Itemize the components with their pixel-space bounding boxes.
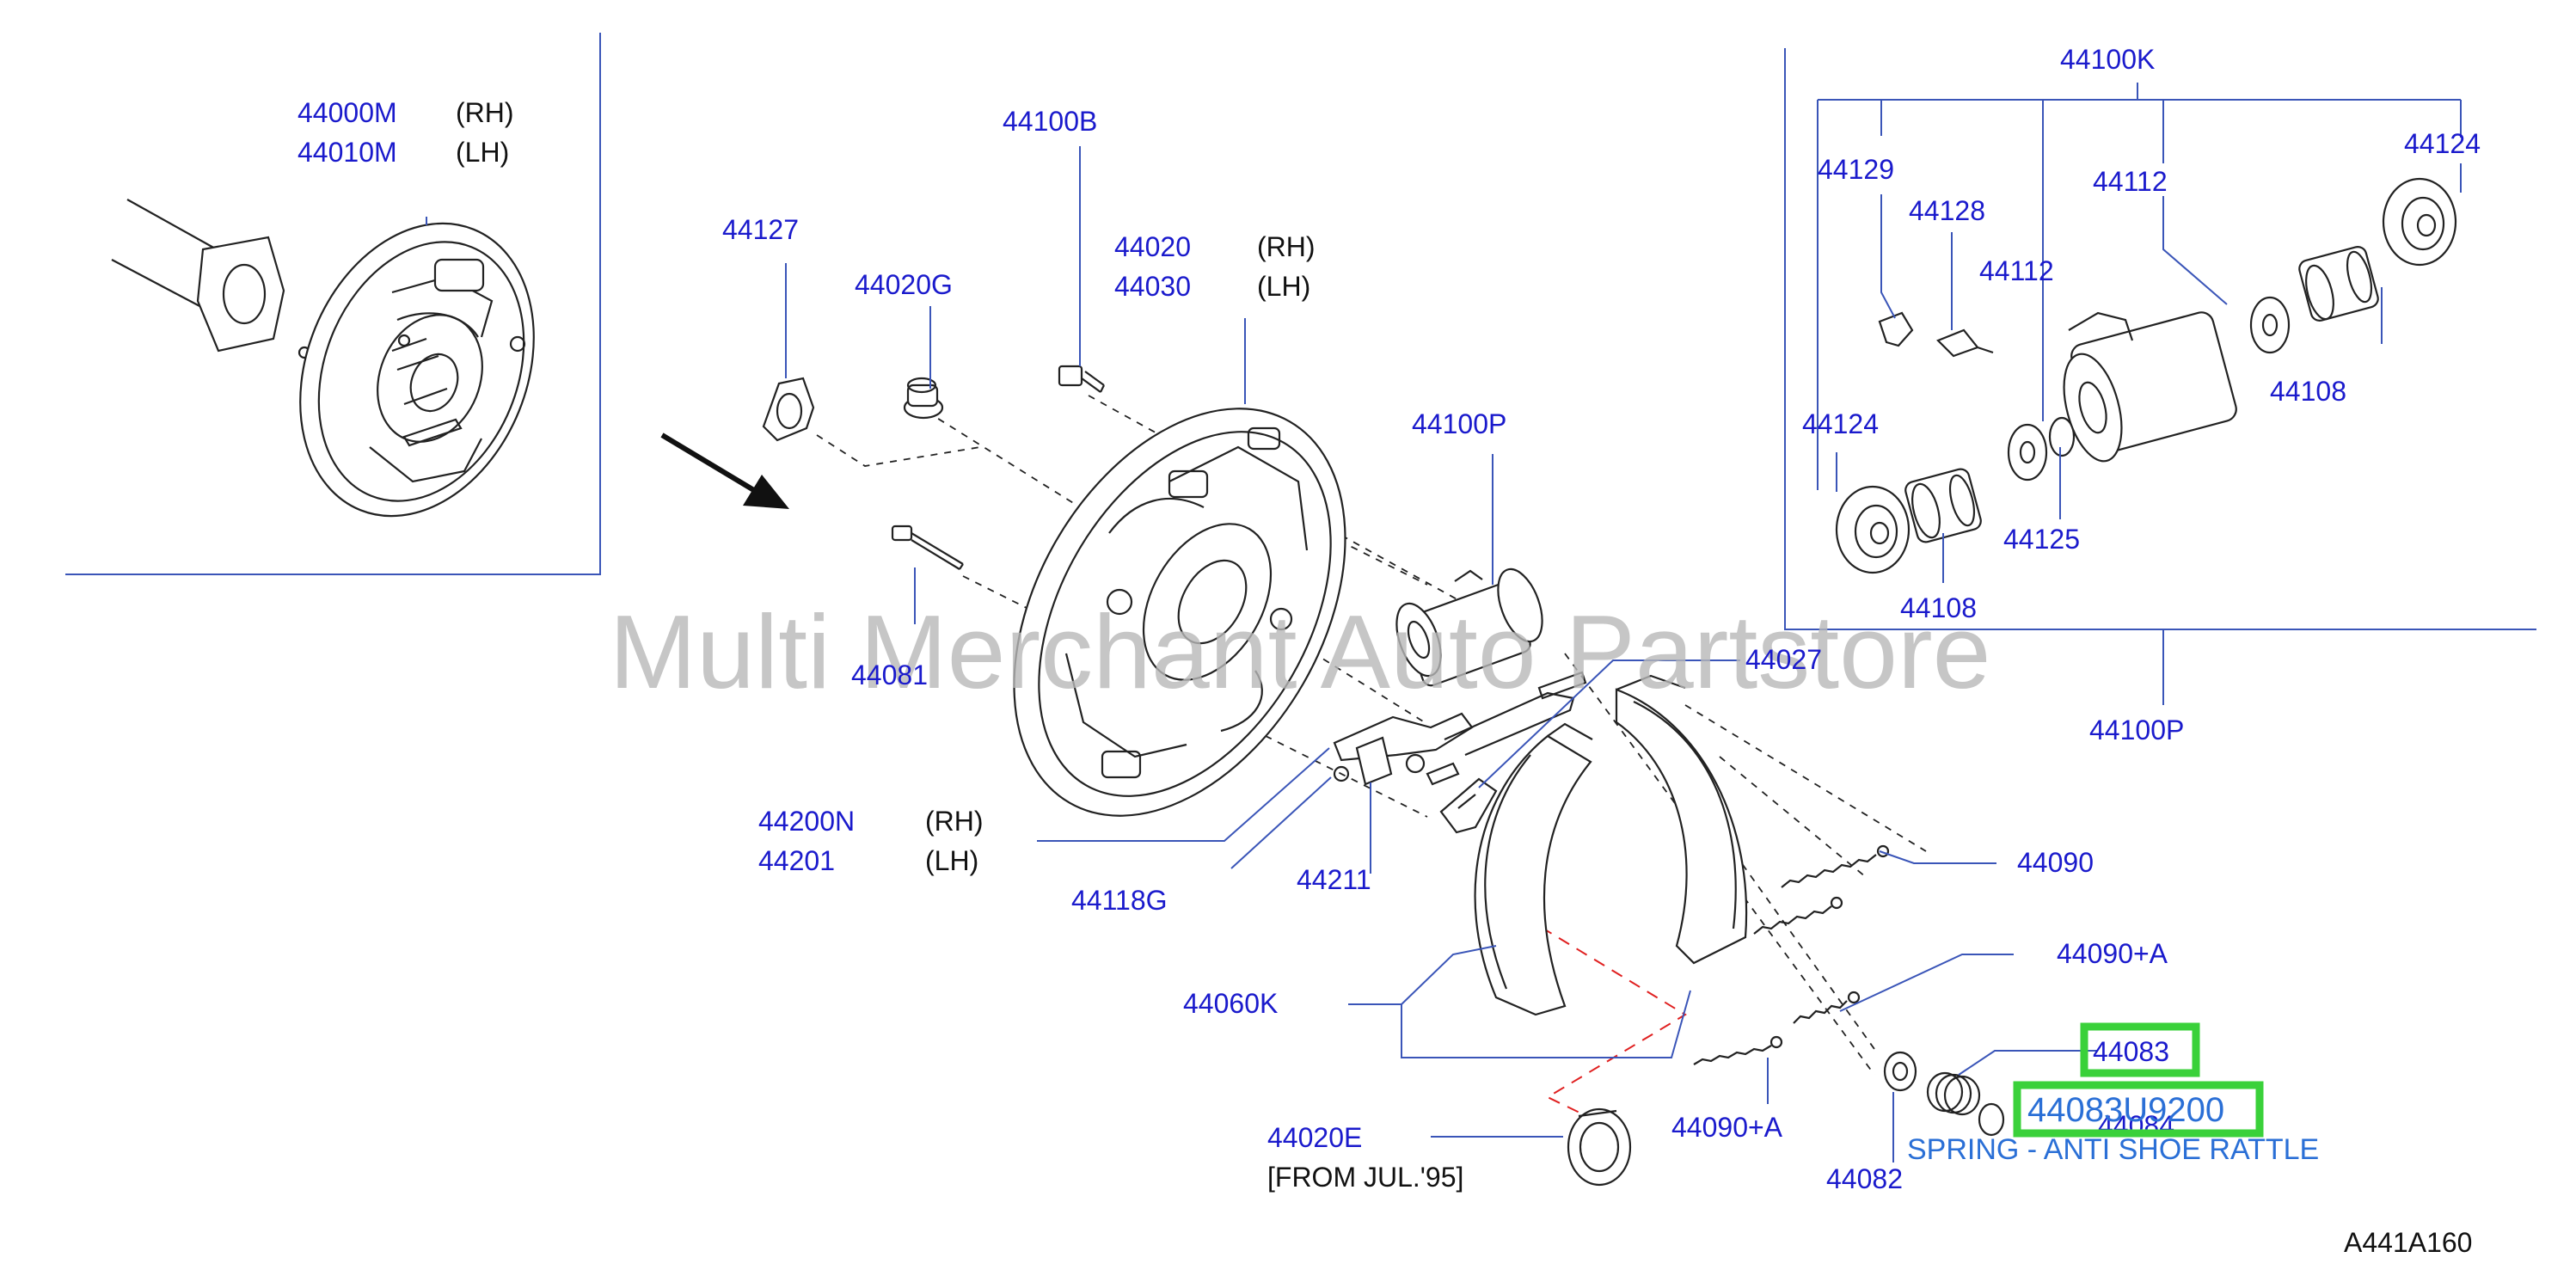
- assembly-inset-frame: [65, 33, 601, 575]
- label-lh-3: (LH): [925, 845, 978, 876]
- highlight-part-number[interactable]: 44083U9200: [2027, 1091, 2224, 1129]
- label-44108-right[interactable]: 44108: [2270, 376, 2346, 407]
- direction-arrow: [660, 432, 789, 509]
- label-44125[interactable]: 44125: [2003, 524, 2080, 555]
- plug-44020G-drawing: [903, 377, 944, 420]
- label-44100P-inset[interactable]: 44100P: [2089, 715, 2184, 745]
- label-44081[interactable]: 44081: [851, 659, 928, 690]
- label-rh-1: (RH): [456, 97, 514, 128]
- label-44200N[interactable]: 44200N: [758, 806, 855, 837]
- label-44100P[interactable]: 44100P: [1412, 408, 1506, 439]
- label-44112-upper[interactable]: 44112: [2093, 166, 2168, 197]
- label-44100B[interactable]: 44100B: [1003, 106, 1097, 137]
- label-44020E[interactable]: 44020E: [1267, 1122, 1362, 1153]
- highlight-box-44083: [2080, 1022, 2200, 1077]
- highlighted-part: 44083 44083U9200 SPRING - ANTI SHOE RATT…: [1907, 1022, 2319, 1166]
- backing-plate-44020-drawing: [1013, 408, 1346, 817]
- spring-44090A-lower-drawing: [1693, 991, 1861, 1065]
- label-44090A-upper[interactable]: 44090+A: [2057, 938, 2168, 969]
- part-labels: 44000M 44010M (RH) (LH) 44100B 44127 440…: [297, 44, 2481, 1194]
- grommet-44127-drawing: [762, 377, 815, 442]
- label-44211[interactable]: 44211: [1297, 864, 1371, 895]
- label-44108-left[interactable]: 44108: [1900, 592, 1977, 623]
- spring-44090-drawing: [1781, 844, 1890, 888]
- label-44124-left[interactable]: 44124: [1802, 408, 1879, 439]
- retainer-44082-drawing: [1883, 1051, 1917, 1092]
- label-44118G[interactable]: 44118G: [1071, 885, 1168, 916]
- brake-assembly-drawing: [111, 199, 535, 518]
- label-44000M[interactable]: 44000M: [297, 97, 397, 128]
- label-44020[interactable]: 44020: [1114, 231, 1191, 262]
- label-44090A-lower[interactable]: 44090+A: [1671, 1112, 1783, 1143]
- label-44128[interactable]: 44128: [1909, 195, 1985, 226]
- bolt-44100B-drawing: [1058, 365, 1105, 393]
- adjuster-44211-drawing: [1333, 736, 1393, 786]
- label-from-note: [FROM JUL.'95]: [1267, 1162, 1463, 1193]
- label-44083[interactable]: 44083: [2093, 1036, 2169, 1067]
- spring-44083-drawing: [1926, 1071, 1981, 1116]
- label-44027[interactable]: 44027: [1745, 644, 1822, 675]
- label-44129[interactable]: 44129: [1818, 154, 1894, 185]
- brake-shoes-44060K-drawing: [1474, 674, 1748, 1016]
- spring-44090A-upper-drawing: [1753, 896, 1843, 935]
- label-44010M[interactable]: 44010M: [297, 137, 397, 168]
- label-44020G[interactable]: 44020G: [855, 269, 953, 300]
- red-guide-lines: [1523, 916, 1687, 1127]
- label-rh-2: (RH): [1257, 231, 1316, 262]
- label-44201[interactable]: 44201: [758, 845, 835, 876]
- label-44060K[interactable]: 44060K: [1183, 988, 1278, 1019]
- pin-44081-drawing: [891, 525, 964, 570]
- wheel-cylinder-inset-frame: [1784, 48, 2536, 630]
- lever-44027-drawing: [1439, 777, 1498, 834]
- label-44112-lower[interactable]: 44112: [1979, 255, 2054, 286]
- label-rh-3: (RH): [925, 806, 984, 837]
- label-44082[interactable]: 44082: [1826, 1163, 1903, 1194]
- highlight-description: SPRING - ANTI SHOE RATTLE: [1907, 1133, 2319, 1166]
- plug-44020E-drawing: [1567, 1107, 1632, 1187]
- pin-44084-drawing: [1978, 1102, 2005, 1137]
- highlight-box-part-number: [2013, 1081, 2264, 1138]
- label-44030[interactable]: 44030: [1114, 271, 1191, 302]
- label-lh-2: (LH): [1257, 271, 1310, 302]
- label-44124-right[interactable]: 44124: [2404, 128, 2481, 159]
- label-44090[interactable]: 44090: [2017, 847, 2094, 878]
- label-lh-1: (LH): [456, 137, 509, 168]
- wheel-cylinder-44100P-drawing: [1395, 567, 1543, 687]
- cylinder-inset-drawings: [1835, 177, 2457, 574]
- diagram-code: A441A160: [2344, 1227, 2472, 1258]
- leader-lines: [426, 83, 2462, 1163]
- label-44127[interactable]: 44127: [722, 214, 799, 245]
- label-44100K[interactable]: 44100K: [2060, 44, 2155, 75]
- watermark: Multi Merchant Auto Partstore: [609, 593, 1990, 710]
